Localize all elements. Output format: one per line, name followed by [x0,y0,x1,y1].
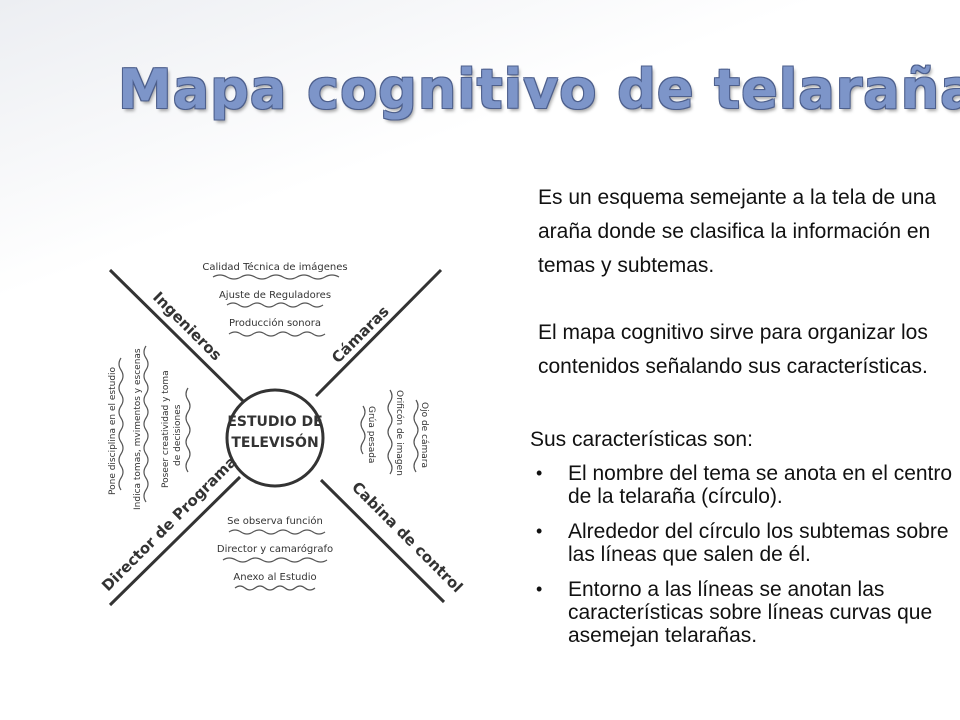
list-item: • El nombre del tema se anota en el centr… [530,462,958,508]
web-curve [226,302,324,308]
bottom-note-1: Se observa función [227,515,323,527]
bottom-note-2: Director y camarógrafo [217,543,333,555]
web-curve [118,357,124,491]
bottom-note-3: Anexo al Estudio [233,572,316,583]
spider-map-svg: ESTUDIO DE TELEVISÓN Ingenieros Cámaras … [98,261,466,607]
right-note-1: Ojo de cámara [419,402,429,468]
branch-line-bottom-left [108,475,242,607]
list-item: • Alrededor del círculo los subtemas sobr… [530,520,958,566]
left-note-2: Indica tomas, mvimentos y escenas [133,348,143,510]
right-note-3: Grúa pesada [366,406,376,463]
web-curve [212,274,340,280]
left-note-3: Poseer creatividad y toma [161,370,171,488]
top-note-1: Calidad Técnica de imágenes [202,261,347,273]
web-curve [143,345,149,503]
center-label-line2: TELEVISÓN [231,433,318,451]
list-item-text: El nombre del tema se anota en el centro… [568,462,953,508]
branch-label-cabina-control: Cabina de control [348,478,466,596]
center-circle [225,388,325,488]
branch-line-top-left [108,268,247,405]
left-note-4: de decisiones [173,404,183,466]
list-item: • Entorno a las líneas se anotan las cara… [530,578,958,647]
spider-map-diagram: ESTUDIO DE TELEVISÓN Ingenieros Cámaras … [88,240,528,660]
web-curve [360,405,366,455]
bullet-icon: • [536,579,543,599]
intro-paragraph-1: Es un esquema semejante a la tela de una… [538,186,937,277]
web-curve [228,331,326,337]
branch-label-camaras: Cámaras [328,302,393,367]
web-curve [413,399,419,473]
web-curve [387,389,393,475]
top-note-2: Ajuste de Reguladores [219,290,331,301]
branch-label-ingenieros: Ingenieros [149,288,225,364]
list-item-text: Alrededor del círculo los subtemas sobre… [568,520,949,566]
left-note-1: Pone disciplina en el estudio [108,366,118,495]
page-title: Mapa cognitivo de telaraña [118,58,960,121]
characteristics-heading: Sus características son: [530,428,753,451]
bullet-icon: • [536,463,543,483]
right-note-2: Orificón de imagen [394,390,405,476]
web-curve [185,387,191,473]
center-label-line1: ESTUDIO DE [227,414,322,430]
branch-line-bottom-right [319,478,446,604]
list-item-text: Entorno a las líneas se anotan las carac… [568,578,933,647]
web-curve [222,557,328,563]
characteristics-list: • El nombre del tema se anota en el centr… [530,462,958,659]
web-curve [234,585,316,591]
web-curve [228,529,326,535]
top-note-3: Producción sonora [229,317,321,329]
bullet-icon: • [536,521,543,541]
intro-paragraph-2: El mapa cognitivo sirve para organizar l… [538,321,928,378]
branch-line-top-right [314,268,443,398]
